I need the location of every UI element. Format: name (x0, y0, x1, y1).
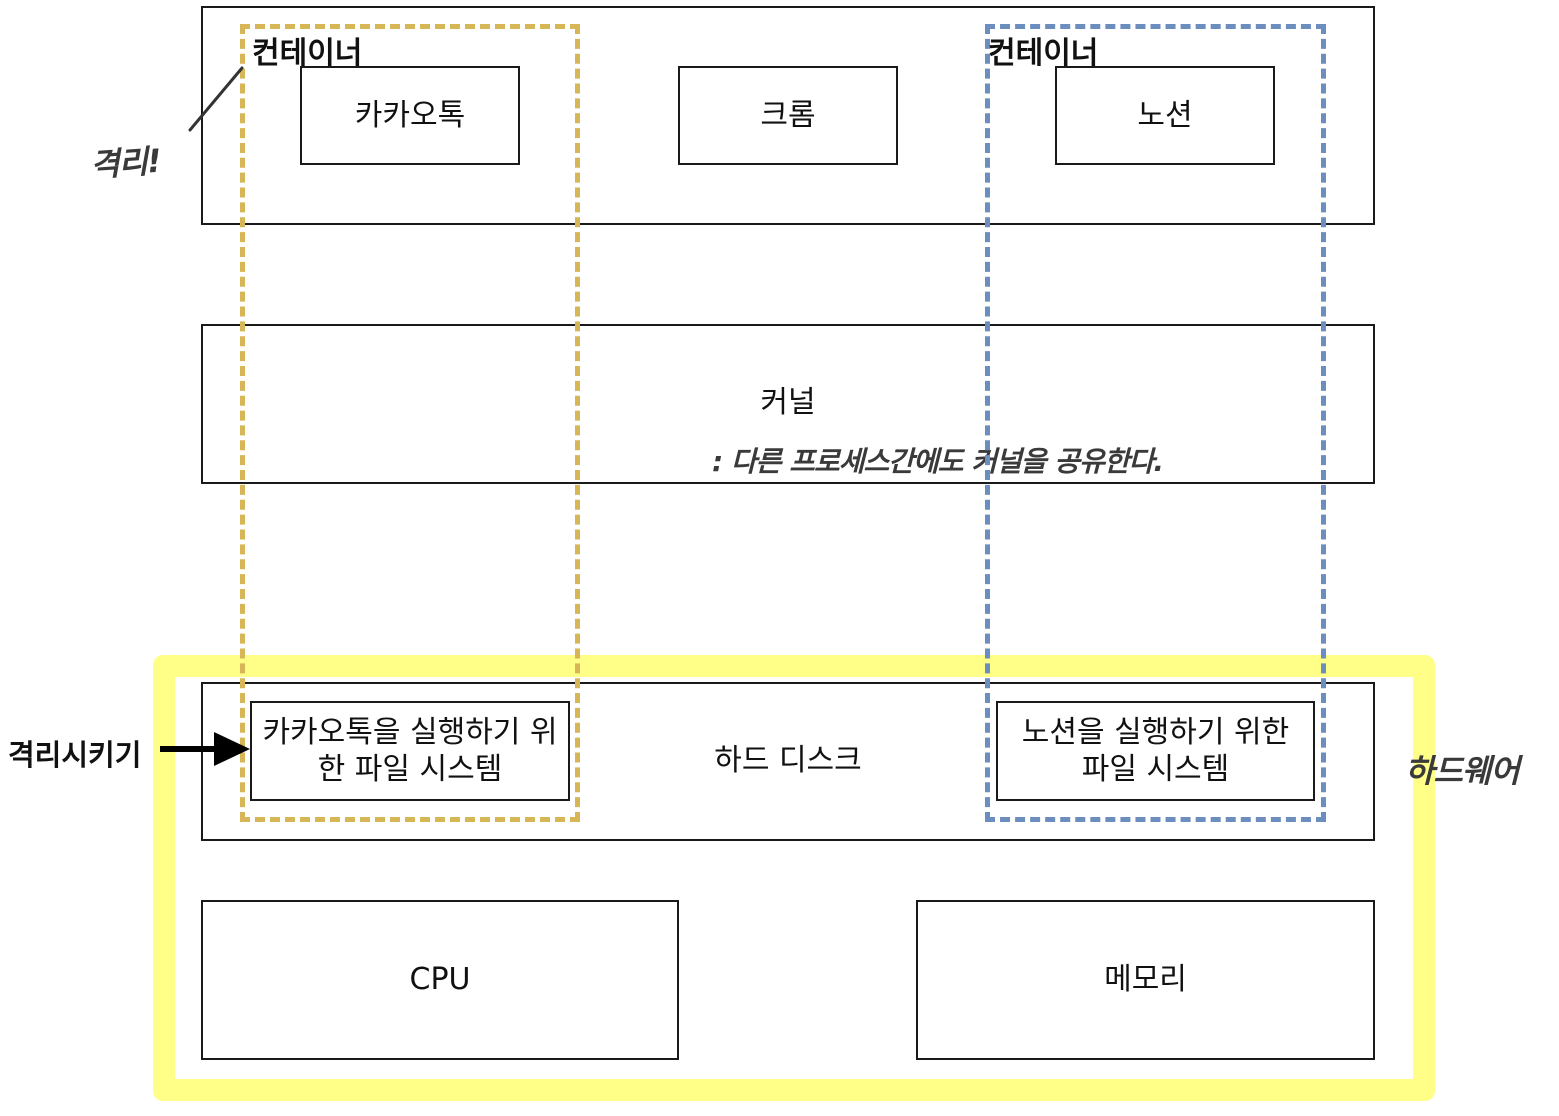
notion-box: 노션 (1055, 66, 1275, 165)
notion-filesystem-label: 노션을 실행하기 위한 파일 시스템 (1021, 714, 1290, 788)
isolate-label: 격리시키기 (8, 738, 142, 772)
kakaotalk-filesystem-box: 카카오톡을 실행하기 위한 파일 시스템 (250, 701, 570, 801)
kakaotalk-label: 카카오톡 (354, 97, 466, 133)
kernel-label: 커널 (760, 385, 816, 420)
isolation-note: 격리! (88, 141, 162, 185)
cpu-box: CPU (201, 900, 679, 1060)
left-container-label: 컨테이너 (252, 36, 363, 71)
hardware-highlight (153, 655, 1435, 1101)
memory-box: 메모리 (916, 900, 1375, 1060)
chrome-label: 크롬 (760, 97, 816, 133)
notion-label: 노션 (1137, 97, 1193, 133)
hard-disk-label: 하드 디스크 (714, 743, 862, 778)
kernel-note: : 다른 프로세스간에도 커널을 공유한다. (712, 445, 1164, 478)
kernel-box (201, 324, 1375, 484)
chrome-box: 크롬 (678, 66, 898, 165)
memory-label: 메모리 (1104, 962, 1187, 998)
left-container-outline (240, 24, 580, 822)
hard-disk-box (201, 682, 1375, 841)
notion-filesystem-box: 노션을 실행하기 위한 파일 시스템 (996, 701, 1315, 801)
cpu-label: CPU (409, 962, 471, 998)
kakaotalk-filesystem-label: 카카오톡을 실행하기 위한 파일 시스템 (262, 714, 558, 788)
right-container-label: 컨테이너 (988, 36, 1099, 71)
right-container-outline (985, 24, 1326, 822)
hardware-note: 하드웨어 (1405, 752, 1520, 790)
kakaotalk-box: 카카오톡 (300, 66, 520, 165)
